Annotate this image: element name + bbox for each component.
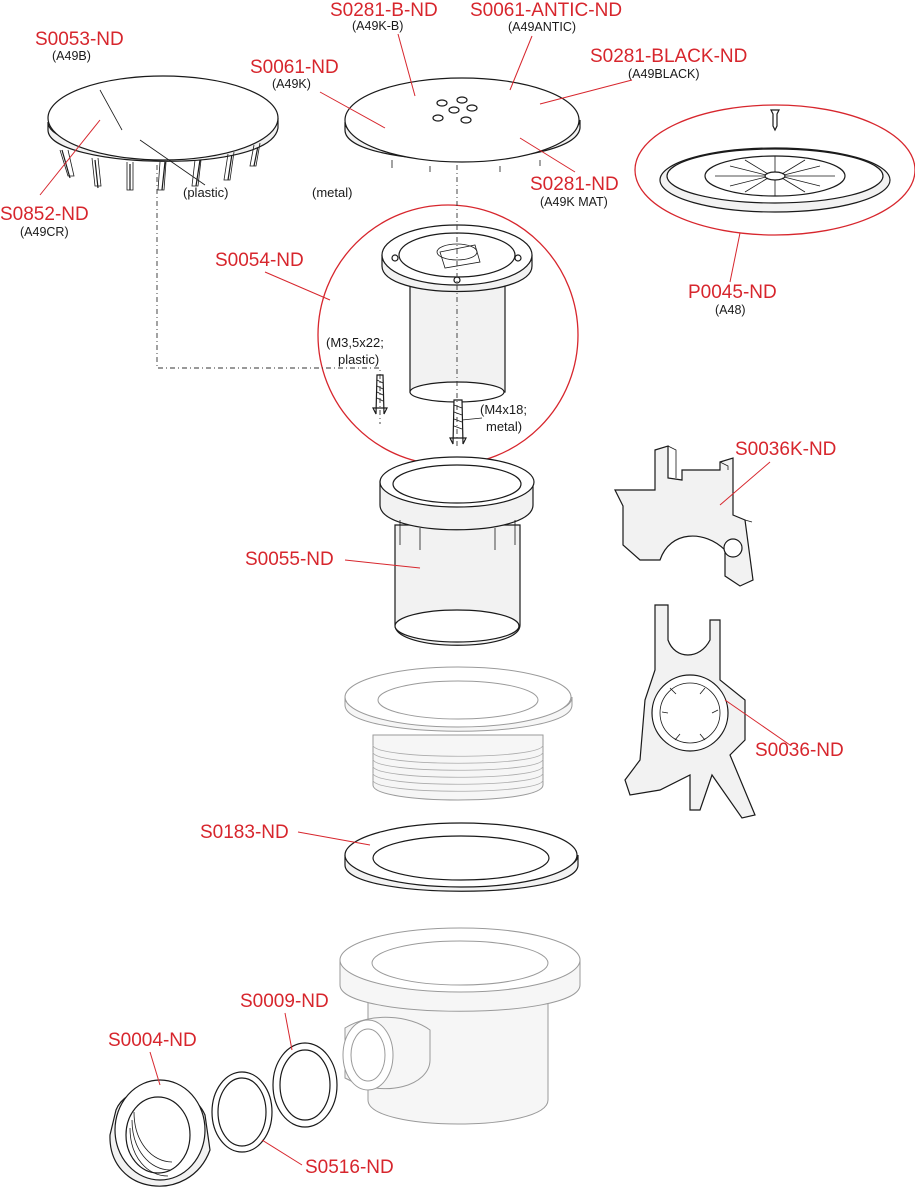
- flat-gasket-part: [344, 822, 579, 892]
- p0045-callout-circle: [634, 104, 915, 236]
- sublabel-s0061-antic: (A49ANTIC): [508, 20, 576, 34]
- plastic-cover-part: [47, 75, 279, 191]
- label-p0045: P0045-ND: [688, 282, 777, 303]
- key-tool-s0036k-part: [614, 445, 754, 587]
- note-plastic-cover: (plastic): [183, 185, 229, 200]
- ring-s0516-part: [211, 1071, 273, 1153]
- sublabel-s0852: (A49CR): [20, 225, 69, 239]
- key-tool-s0036-part: [624, 604, 756, 819]
- label-s0053: S0053-ND: [35, 29, 124, 50]
- note-screw-plastic-1: (M3,5x22;: [326, 335, 384, 350]
- sublabel-s0061: (A49K): [272, 77, 311, 91]
- trap-body-part: [339, 927, 581, 1125]
- note-screw-plastic-2: plastic): [338, 352, 379, 367]
- label-s0852: S0852-ND: [0, 204, 89, 225]
- grate-part: [659, 109, 891, 213]
- assembly-line-plastic: [156, 165, 381, 424]
- label-s0054: S0054-ND: [215, 250, 304, 271]
- cup-part: [379, 456, 535, 646]
- metal-screw: [449, 399, 467, 445]
- note-screw-metal-1: (M4x18;: [480, 402, 527, 417]
- label-s0009: S0009-ND: [240, 991, 329, 1012]
- o-ring-s0009-part: [272, 1042, 338, 1128]
- sublabel-s0281: (A49K MAT): [540, 195, 608, 209]
- insert-body-part: [381, 224, 533, 403]
- sublabel-s0281-b: (A49K-B): [352, 19, 403, 33]
- label-s0516: S0516-ND: [305, 1157, 394, 1178]
- threaded-flange-part: [344, 666, 573, 801]
- label-s0055: S0055-ND: [245, 549, 334, 570]
- sublabel-s0281-black: (A49BLACK): [628, 67, 700, 81]
- metal-cover-part: [344, 77, 581, 172]
- label-s0061-antic: S0061-ANTIC-ND: [470, 0, 622, 21]
- label-s0183: S0183-ND: [200, 822, 289, 843]
- sublabel-s0053: (A49B): [52, 49, 91, 63]
- label-s0281: S0281-ND: [530, 174, 619, 195]
- label-s0036: S0036-ND: [755, 740, 844, 761]
- union-nut-s0004-part: [109, 1079, 211, 1187]
- sublabel-p0045: (A48): [715, 303, 746, 317]
- label-s0004: S0004-ND: [108, 1030, 197, 1051]
- note-metal-cover: (metal): [312, 185, 352, 200]
- label-s0061: S0061-ND: [250, 57, 339, 78]
- label-s0036k: S0036K-ND: [735, 439, 836, 460]
- note-screw-metal-2: metal): [486, 419, 522, 434]
- label-s0281-black: S0281-BLACK-ND: [590, 46, 747, 67]
- label-s0281-b: S0281-B-ND: [330, 0, 438, 21]
